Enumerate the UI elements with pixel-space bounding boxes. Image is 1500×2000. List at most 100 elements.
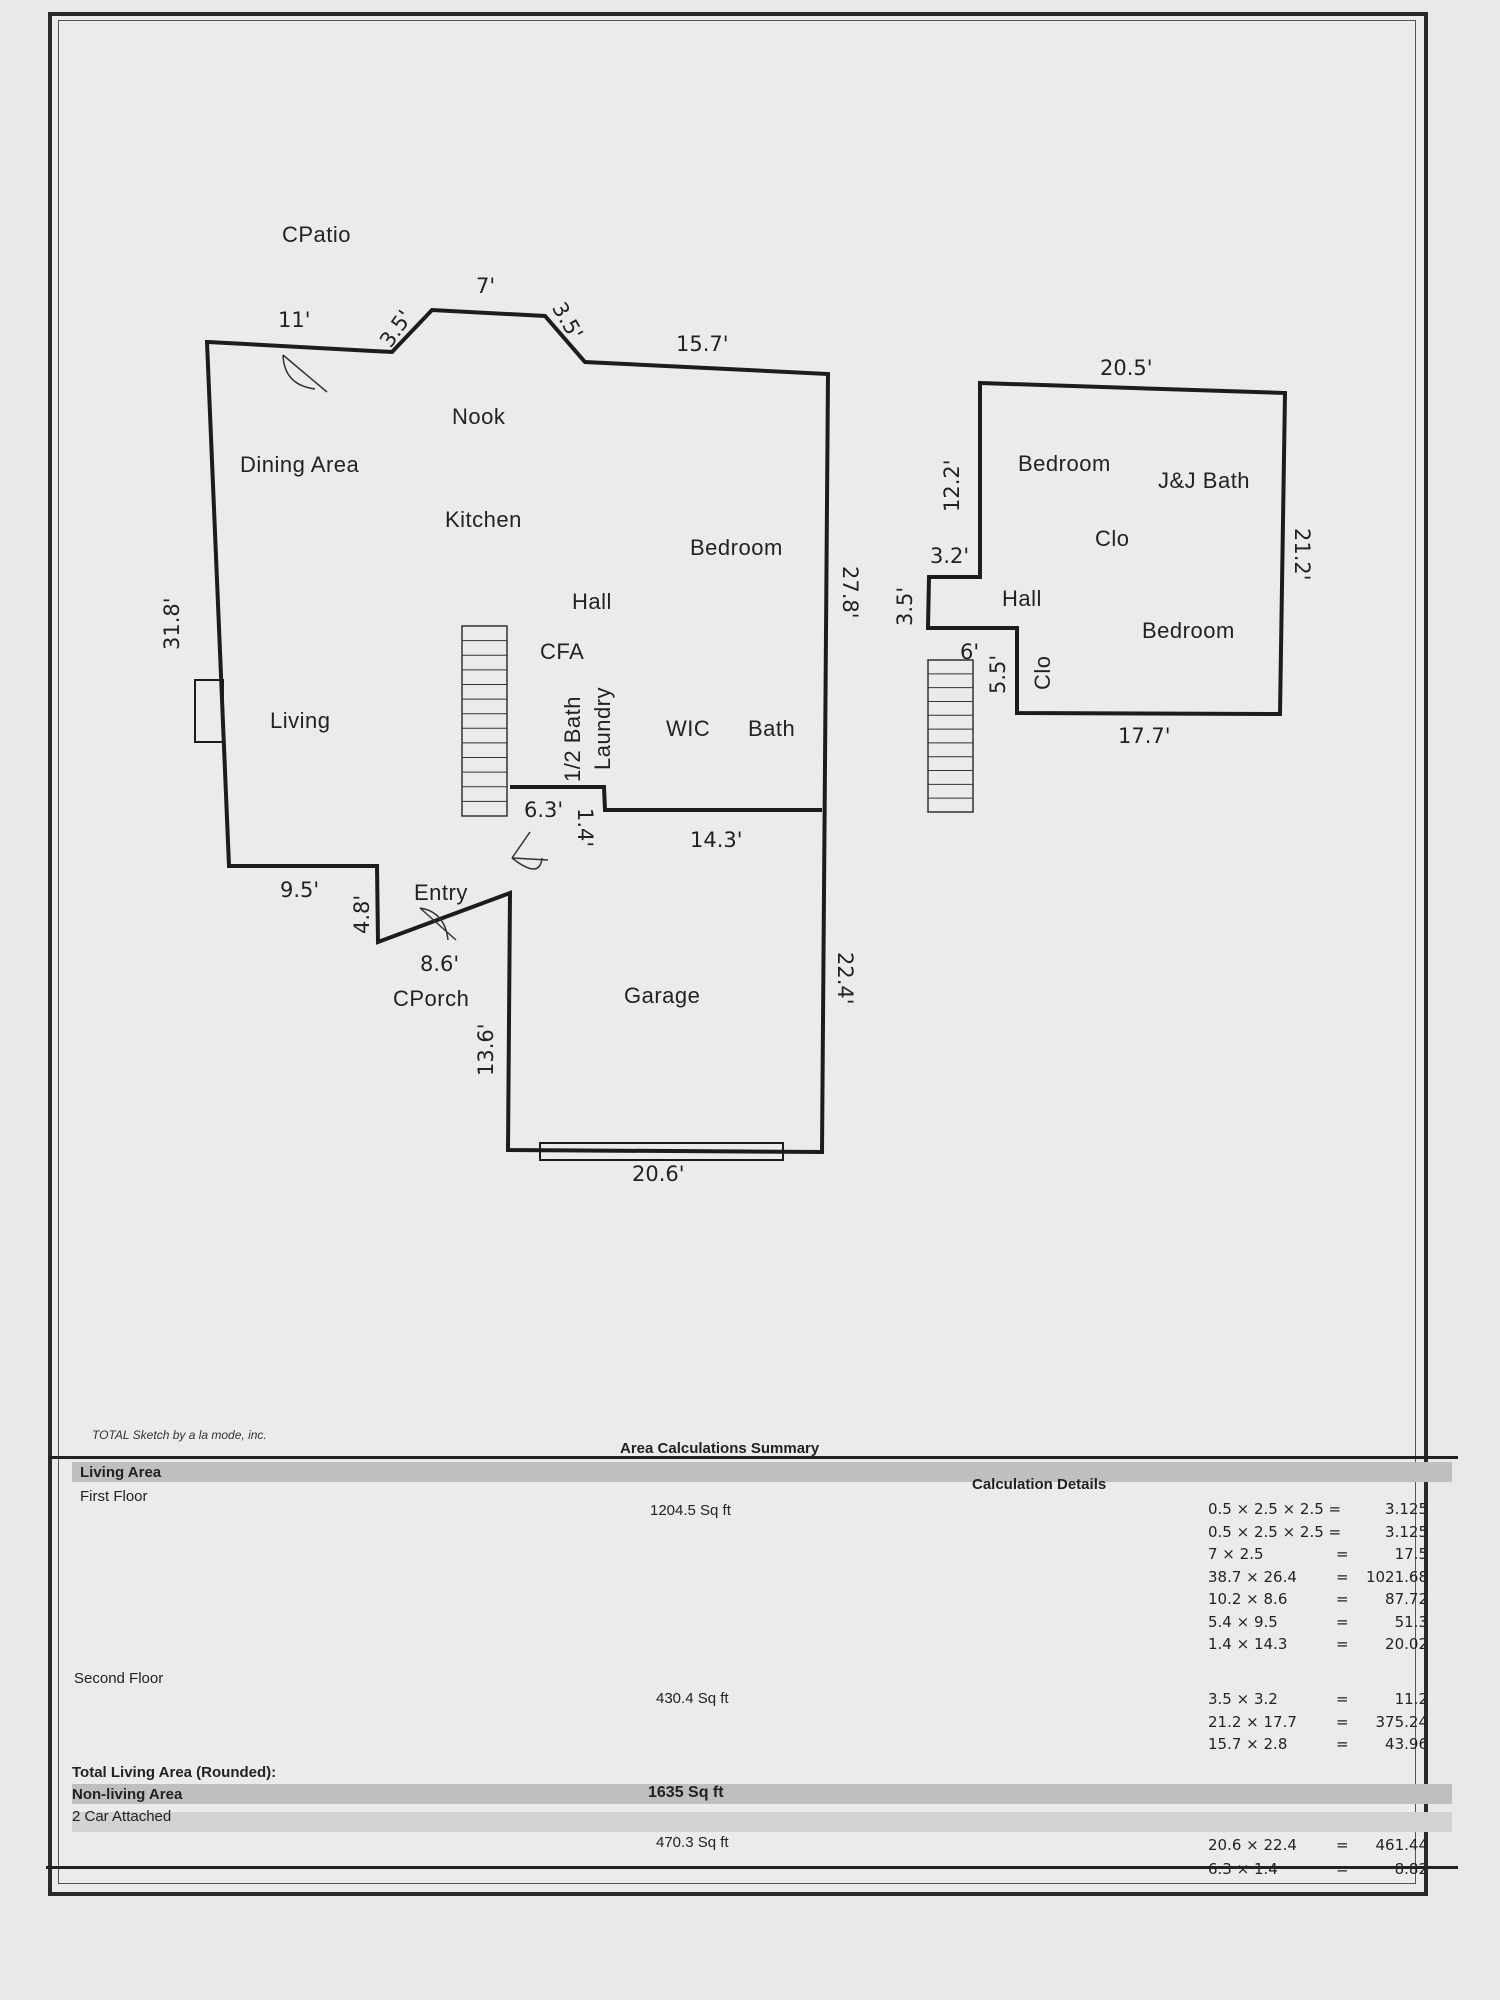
garage-label: 2 Car Attached: [72, 1808, 172, 1825]
calc-eq: =: [1336, 1567, 1349, 1586]
dimension-label: 3.5': [893, 586, 917, 626]
room-label-kitchen: Kitchen: [445, 507, 522, 532]
calc-val: 375.24: [1375, 1712, 1429, 1731]
calc-expr: 38.7 × 26.4: [1208, 1567, 1297, 1586]
room-label-hall-upper: Hall: [1002, 586, 1042, 611]
calc-val: 87.72: [1385, 1590, 1428, 1608]
first-floor-stairs: [461, 625, 508, 817]
non-living-area-label: Non-living Area: [72, 1786, 183, 1803]
calc-val: 3.125: [1385, 1500, 1428, 1518]
calc-expr: 5.4 × 9.5: [1208, 1612, 1278, 1631]
dimension-label: 20.6': [632, 1162, 685, 1186]
dimension-label: 8.6': [420, 952, 460, 976]
room-label-half-bath: 1/2 Bath: [560, 696, 585, 782]
summary-title: Area Calculations Summary: [620, 1440, 820, 1457]
dimension-label: 1.4': [573, 808, 597, 848]
calc-expr: 1.4 × 14.3: [1208, 1635, 1288, 1653]
room-label-cporch: CPorch: [393, 986, 470, 1011]
calc-val: 461.44: [1375, 1836, 1429, 1854]
calc-expr: 0.5 × 2.5 × 2.5 =: [1208, 1522, 1342, 1541]
dimension-label: 4.8': [350, 894, 374, 934]
room-label-bath: Bath: [748, 716, 796, 741]
dimension-label: 20.5': [1100, 356, 1153, 380]
living-area-band: [72, 1462, 1452, 1482]
room-label-closet: Clo: [1095, 526, 1130, 551]
calc-eq: =: [1336, 1735, 1349, 1753]
total-living-area-value: 1635 Sq ft: [648, 1784, 724, 1801]
room-label-cpatio: CPatio: [282, 222, 352, 247]
dimension-label: 5.5': [986, 654, 1010, 694]
living-area-heading: Living Area: [80, 1464, 162, 1481]
room-label-cfa: CFA: [540, 639, 585, 664]
calc-val: 8.82: [1394, 1860, 1428, 1878]
dimension-label: 15.7': [676, 332, 729, 356]
total-living-area-label: Total Living Area (Rounded):: [72, 1764, 277, 1781]
calc-eq: =: [1336, 1836, 1349, 1854]
calc-eq: =: [1336, 1612, 1349, 1631]
room-label-jj-bath: J&J Bath: [1158, 468, 1251, 493]
calculation-details-heading: Calculation Details: [972, 1476, 1107, 1493]
calc-eq: =: [1336, 1712, 1349, 1731]
dimension-label: 21.2': [1290, 528, 1314, 581]
first-floor-outline: [204, 307, 831, 1155]
dimension-label: 22.4': [833, 952, 857, 1005]
calc-eq: =: [1336, 1860, 1349, 1878]
room-label-wic: WIC: [666, 716, 711, 741]
sheet-inner-border: [58, 20, 1416, 1884]
calc-val: 43.96: [1385, 1735, 1428, 1753]
room-label-closet-side: Clo: [1030, 655, 1055, 690]
patio-door-swing: [282, 354, 328, 393]
room-label-garage: Garage: [624, 983, 701, 1008]
second-floor-stair-treads: [928, 673, 973, 799]
calc-val: 20.02: [1385, 1635, 1428, 1653]
room-label-bedroom-lower: Bedroom: [1142, 618, 1235, 643]
room-label-entry: Entry: [414, 880, 468, 905]
room-label-nook: Nook: [452, 404, 506, 429]
second-floor-label: Second Floor: [74, 1670, 164, 1687]
non-living-area-band: [72, 1784, 1452, 1804]
sheet-border: [48, 12, 1428, 1896]
dimension-label: 9.5': [280, 878, 320, 902]
room-label-hall: Hall: [572, 589, 612, 614]
garage-door: [539, 1142, 784, 1161]
room-label-bedroom-upper: Bedroom: [1018, 451, 1111, 476]
calc-val: 1021.68: [1365, 1567, 1428, 1586]
calc-expr: 20.6 × 22.4: [1208, 1836, 1297, 1854]
room-label-bedroom: Bedroom: [690, 535, 783, 560]
first-floor-label: First Floor: [80, 1488, 148, 1505]
entry-door-swing: [419, 907, 457, 941]
second-floor-outline: [925, 380, 1288, 717]
calc-eq: =: [1336, 1590, 1349, 1608]
dimension-label: 17.7': [1118, 724, 1171, 748]
summary-bottom-rule: [46, 1866, 1458, 1869]
garage-area: 470.3 Sq ft: [656, 1834, 729, 1851]
garage-top-wall: [510, 785, 822, 812]
calc-val: 51.3: [1394, 1612, 1428, 1631]
calc-eq: =: [1336, 1545, 1349, 1563]
dimension-label: 14.3': [690, 828, 743, 852]
calc-expr: 3.5 × 3.2: [1208, 1690, 1278, 1708]
fireplace: [194, 679, 224, 743]
second-floor-stairs: [927, 659, 974, 813]
calc-eq: =: [1336, 1690, 1349, 1708]
software-credit: TOTAL Sketch by a la mode, inc.: [92, 1428, 267, 1442]
dimension-label: 7': [476, 274, 496, 298]
calc-expr: 6.3 × 1.4: [1208, 1860, 1278, 1878]
dimension-label: 31.8': [160, 597, 184, 650]
room-label-dining-area: Dining Area: [240, 452, 360, 477]
dimension-label: 11': [278, 308, 311, 332]
summary-top-rule: [48, 1456, 1458, 1459]
calc-expr: 10.2 × 8.6: [1208, 1590, 1288, 1608]
calc-val: 11.2: [1394, 1690, 1428, 1708]
calc-expr: 0.5 × 2.5 × 2.5 =: [1208, 1500, 1342, 1518]
garage-door-swing: [511, 831, 549, 870]
calc-val: 3.125: [1385, 1522, 1428, 1541]
first-floor-stair-treads: [462, 640, 507, 802]
dimension-label: 6.3': [524, 798, 564, 822]
calc-val: 17.5: [1394, 1545, 1428, 1563]
second-floor-area: 430.4 Sq ft: [656, 1690, 729, 1707]
dimension-label: 3.2': [930, 544, 970, 568]
calc-expr: 15.7 × 2.8: [1208, 1735, 1288, 1753]
